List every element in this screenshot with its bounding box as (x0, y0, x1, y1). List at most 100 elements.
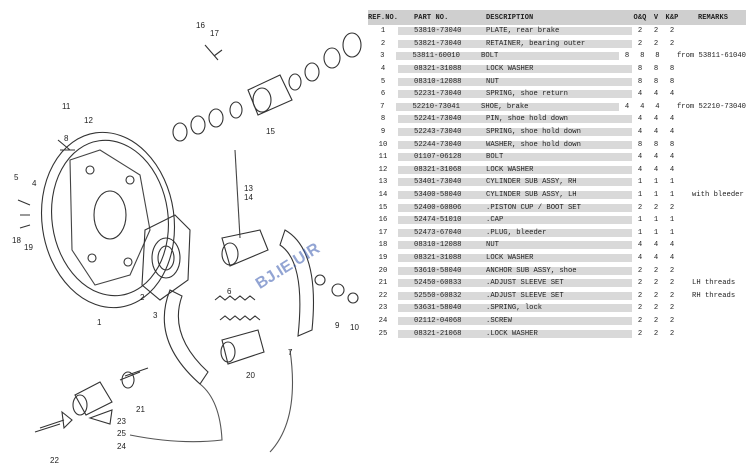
row-qty-v: 4 (653, 165, 659, 174)
row-qty-oq: 2 (637, 203, 643, 212)
row-qty-oq: 2 (637, 266, 643, 275)
row-part-number: 53400-58040 (398, 191, 480, 200)
row-ref: 9 (380, 128, 386, 137)
row-qty-oq: 1 (637, 228, 643, 237)
row-qty-v: 4 (653, 90, 659, 99)
row-ref: 4 (380, 65, 386, 74)
row-qty-oq: 1 (637, 216, 643, 225)
row-description: BOLT (475, 52, 620, 61)
row-remarks: RH threads (692, 291, 736, 300)
row-qty-kp: 2 (669, 39, 675, 48)
row-qty-oq: 2 (637, 304, 643, 313)
header-part: PART NO. (414, 13, 449, 22)
row-qty-oq: 8 (637, 140, 643, 149)
row-description: CYLINDER SUB ASSY, RH (480, 178, 632, 187)
row-remarks: with bleeder (692, 191, 744, 200)
row-description: ANCHOR SUB ASSY, shoe (480, 266, 632, 275)
row-description: .PISTON CUP / BOOT SET (480, 203, 632, 212)
row-description: .ADJUST SLEEVE SET (480, 291, 632, 300)
row-description: SPRING, shoe hold down (480, 128, 632, 137)
row-qty-oq: 4 (637, 165, 643, 174)
exploded-parts-diagram: BJ.IE.UIR 1 2 3 4 5 6 7 8 9 10 11 12 13 … (0, 0, 372, 472)
row-qty-kp: 2 (669, 304, 675, 313)
row-ref: 7 (380, 102, 385, 111)
table-header: REF.NO. PART NO. DESCRIPTION O&Q V K&P R… (368, 10, 746, 25)
row-qty-kp: 1 (669, 191, 675, 200)
callout-9: 9 (335, 321, 340, 330)
row-description: NUT (480, 77, 632, 86)
row-part-number: 52243-73040 (398, 128, 480, 137)
row-qty-v: 8 (653, 140, 659, 149)
row-qty-oq: 4 (637, 253, 643, 262)
row-description: PLATE, rear brake (480, 27, 632, 36)
row-ref: 10 (378, 140, 388, 149)
row-qty-v: 4 (653, 115, 659, 124)
row-part-number: 08321-31068 (398, 165, 480, 174)
row-ref: 13 (378, 178, 388, 187)
return-spring-lower (219, 315, 261, 321)
callout-3: 3 (153, 311, 158, 320)
row-qty-v: 2 (653, 304, 659, 313)
row-ref: 8 (380, 115, 386, 124)
row-qty-kp: 2 (669, 266, 675, 275)
row-part-number: 52244-73040 (398, 140, 480, 149)
row-part-number: 53401-73040 (398, 178, 480, 187)
row-ref: 24 (378, 316, 388, 325)
callout-4: 4 (32, 179, 37, 188)
row-ref: 18 (378, 241, 388, 250)
row-description: PIN, shoe hold down (480, 115, 632, 124)
row-qty-v: 2 (653, 329, 659, 338)
callout-22: 22 (50, 456, 59, 465)
row-qty-kp: 2 (669, 27, 675, 36)
row-description: CYLINDER SUB ASSY, LH (480, 191, 632, 200)
row-qty-oq: 4 (637, 115, 643, 124)
row-qty-oq: 4 (637, 241, 643, 250)
row-description: .ADJUST SLEEVE SET (480, 279, 632, 288)
row-qty-oq: 8 (637, 65, 643, 74)
header-remarks: REMARKS (697, 13, 729, 22)
row-part-number: 52474-51010 (398, 216, 480, 225)
row-part-number: 08321-31088 (398, 253, 480, 262)
row-qty-kp: 1 (669, 228, 675, 237)
row-remarks: LH threads (692, 279, 736, 288)
row-qty-oq: 1 (637, 191, 643, 200)
row-part-number: 52241-73040 (398, 115, 480, 124)
row-remarks: from 52210-73040 (676, 102, 746, 111)
row-description: SPRING, shoe return (480, 90, 632, 99)
row-description: LOCK WASHER (480, 65, 632, 74)
row-ref: 23 (378, 304, 388, 313)
row-qty-oq: 8 (624, 52, 630, 61)
row-ref: 3 (380, 52, 385, 61)
row-part-number: 52450-60833 (398, 279, 480, 288)
row-qty-v: 2 (653, 266, 659, 275)
row-ref: 25 (378, 329, 388, 338)
row-qty-v: 2 (653, 316, 659, 325)
row-qty-v: 2 (653, 27, 659, 36)
row-qty-oq: 4 (637, 153, 643, 162)
row-qty-kp: 1 (669, 216, 675, 225)
row-ref: 21 (378, 279, 388, 288)
callout-8: 8 (64, 134, 69, 143)
row-ref: 6 (380, 90, 386, 99)
row-qty-v: 4 (640, 102, 645, 111)
callout-18: 18 (12, 236, 21, 245)
row-qty-v: 2 (653, 291, 659, 300)
row-part-number: 52473-67040 (398, 228, 480, 237)
row-qty-kp: 8 (669, 140, 675, 149)
row-part-number: 52400-60806 (398, 203, 480, 212)
row-description: WASHER, shoe hold down (480, 140, 632, 149)
return-spring-upper (214, 295, 256, 301)
row-qty-v: 8 (640, 52, 645, 61)
